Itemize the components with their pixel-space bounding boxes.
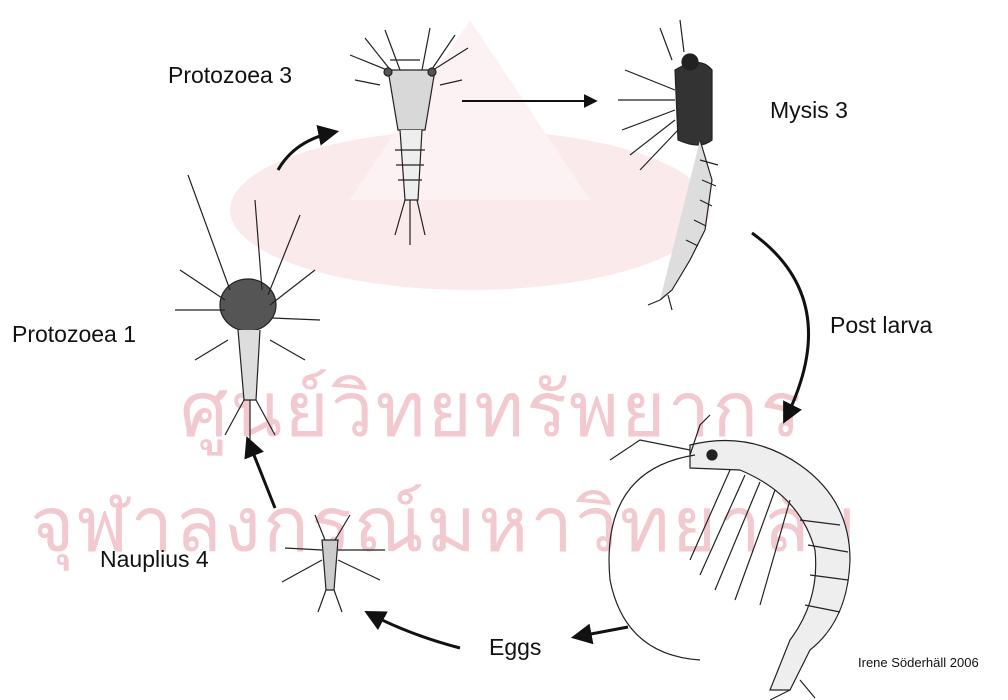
label-protozoea-3: Protozoea 3 xyxy=(168,62,292,89)
arrow-protozoea1-to-protozoea3 xyxy=(278,132,335,170)
nauplius4-drawing xyxy=(282,515,385,612)
label-nauplius-4: Nauplius 4 xyxy=(100,546,209,573)
protozoea3-drawing xyxy=(350,28,468,245)
label-post-larva: Post larva xyxy=(830,312,932,339)
label-protozoea-1: Protozoea 1 xyxy=(12,321,136,348)
label-eggs: Eggs xyxy=(489,634,541,661)
arrow-nauplius4-to-protozoea1 xyxy=(248,440,275,508)
arrow-postlarva-to-eggs xyxy=(575,627,628,637)
protozoea1-drawing xyxy=(175,175,320,440)
postlarva-shrimp-drawing xyxy=(609,415,850,700)
mysis3-drawing xyxy=(618,20,718,310)
arrow-eggs-to-nauplius4 xyxy=(368,613,460,648)
image-credit: Irene Söderhäll 2006 xyxy=(858,655,979,670)
label-mysis-3: Mysis 3 xyxy=(770,97,848,124)
arrow-mysis3-to-postlarva xyxy=(752,233,809,420)
